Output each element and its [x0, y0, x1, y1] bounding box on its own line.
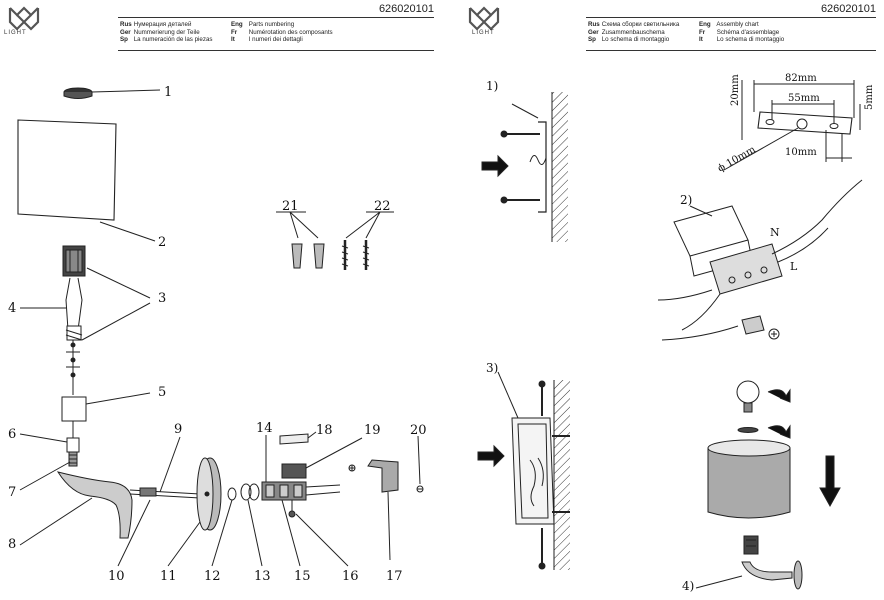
- model-code: 626020101: [820, 3, 876, 15]
- part-shade: [17, 119, 156, 242]
- part-label: 8: [8, 537, 16, 552]
- part-label: 2: [158, 235, 166, 250]
- wire-label-neutral: N: [770, 226, 780, 239]
- dim-width-total: 82mm: [785, 73, 817, 84]
- header-row: Sp Lo schema di montaggio: [588, 36, 670, 44]
- header-rule-bottom: [118, 50, 434, 51]
- part-anchors-screws: [276, 211, 394, 270]
- brand-logo: [466, 4, 502, 38]
- dim-slot: 10mm: [785, 147, 817, 158]
- part-label: 1: [164, 85, 172, 100]
- part-wire-rod: [117, 436, 201, 567]
- part-connector-box: [281, 437, 363, 479]
- header-row: It Lo schema di montaggio: [699, 36, 785, 44]
- header-row: Eng Parts numbering: [231, 21, 295, 28]
- part-label: 18: [316, 423, 333, 438]
- part-label: 20: [410, 423, 427, 438]
- step-label: 3): [486, 361, 498, 375]
- part-label: 13: [254, 569, 271, 584]
- part-label: 14: [256, 421, 273, 436]
- step-label: 4): [682, 579, 694, 593]
- part-label: 15: [294, 569, 311, 584]
- header-row: Ger Zusammenbauschema: [588, 28, 665, 36]
- dim-offset: 5mm: [864, 84, 875, 110]
- assembly-drawing: 82mm 55mm 20mm 5mm 10mm ϕ 10mm N L: [477, 73, 875, 593]
- wire-label-live: L: [790, 260, 798, 273]
- part-label: 10: [108, 569, 125, 584]
- part-label: 17: [386, 569, 403, 584]
- header-rule-top: [118, 17, 434, 18]
- assembly-chart-page: LIGHT 626020101 Rus Схема сборки светиль…: [442, 0, 884, 600]
- part-curved-arm: [19, 471, 133, 546]
- header-row: Eng Assembly chart: [699, 21, 759, 28]
- part-label: 5: [158, 385, 166, 400]
- part-label: 12: [204, 569, 221, 584]
- part-label: 21: [282, 199, 299, 214]
- part-wall-plate: [167, 457, 222, 567]
- part-label: 16: [342, 569, 359, 584]
- bracket-dimensions: [723, 80, 861, 171]
- part-cap-ring: [63, 87, 161, 99]
- header-row: Fr Numérotation des composants: [231, 28, 333, 36]
- parts-numbering-page: LIGHT 626020101 Rus Нумерация деталей Ge…: [4, 3, 434, 584]
- step-4-bulb-shade: [695, 380, 841, 590]
- part-label: 22: [374, 199, 391, 214]
- part-mounting-bracket: [348, 459, 399, 561]
- header-languages-2: Eng Parts numbering Fr Numérotation des …: [231, 21, 333, 44]
- part-cord: [65, 277, 83, 395]
- part-terminal-block: [261, 435, 349, 567]
- dim-hole-spacing: 55mm: [788, 93, 820, 104]
- header-row: Ger Nummerierung der Teile: [120, 28, 200, 36]
- header-rule-bottom: [586, 50, 876, 51]
- part-label: 11: [160, 569, 177, 584]
- header-rule-top: [586, 17, 876, 18]
- step-1-wall-mount: [481, 92, 568, 242]
- dim-height: 20mm: [730, 74, 741, 106]
- part-label-strip: [279, 431, 317, 445]
- part-label: 6: [8, 427, 16, 442]
- part-coupling: [61, 392, 151, 422]
- part-washers: [211, 483, 263, 567]
- part-threaded-pipe: [19, 451, 78, 491]
- header-row: It I numeri dei dettagli: [231, 36, 303, 44]
- step-3-fixture-mount: [477, 371, 570, 570]
- step-label: 2): [680, 193, 692, 207]
- header-languages: Rus Нумерация деталей Ger Nummerierung d…: [120, 21, 213, 44]
- part-nut: [19, 421, 80, 453]
- dim-hole-diameter: ϕ 10mm: [716, 144, 758, 175]
- step-label: 1): [486, 79, 498, 93]
- part-label: 9: [174, 422, 182, 437]
- parts-drawing: 1 2 3 4 5 6 7 8 9 10 11 12 13 14 15 16 1…: [8, 85, 427, 584]
- part-label: 7: [8, 485, 16, 500]
- header-row: Rus Схема сборки светильника: [588, 21, 680, 28]
- part-label: 19: [364, 423, 381, 438]
- brand-logo: [6, 4, 42, 38]
- part-socket: [62, 245, 151, 341]
- header-languages: Rus Схема сборки светильника Ger Zusamme…: [588, 21, 679, 44]
- part-screw-small: [416, 435, 424, 493]
- header-row: Rus Нумерация деталей: [120, 21, 192, 28]
- step-2-wiring: [657, 179, 863, 341]
- header-languages-2: Eng Assembly chart Fr Schéma d'assemblag…: [699, 21, 784, 44]
- brand-logo-text: LIGHT: [472, 30, 495, 36]
- header-row: Fr Schéma d'assemblage: [699, 28, 780, 36]
- brand-logo-text: LIGHT: [4, 30, 27, 36]
- model-code: 626020101: [378, 3, 434, 15]
- part-label: 3: [158, 291, 166, 306]
- header-row: Sp La numeración de las piezas: [120, 36, 213, 44]
- part-label: 4: [8, 301, 16, 316]
